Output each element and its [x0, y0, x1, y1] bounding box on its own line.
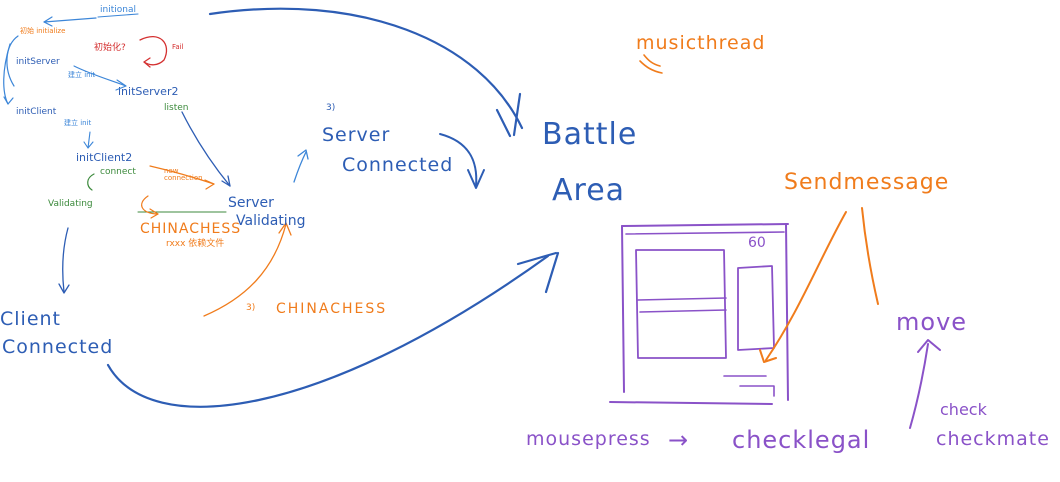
arc-to-battle-top — [208, 7, 524, 130]
label-client-connected-1: Client — [0, 308, 62, 330]
label-fail: Fail — [172, 43, 184, 51]
label-arrow-mousepress-checklegal: → — [668, 426, 690, 454]
label-client-connected-2: Connected — [2, 336, 114, 358]
arrowhead-battle-top-a — [495, 108, 512, 138]
label-timer: 60 — [748, 235, 766, 251]
board-inner-panel — [635, 249, 727, 359]
sendmessage-line-left — [765, 211, 847, 361]
arc-client-to-battle — [106, 254, 550, 408]
board-bottom-mark-2 — [739, 385, 775, 397]
label-init-client: initClient — [16, 107, 57, 117]
arrowhead-client-battle-b — [544, 251, 560, 294]
label-send-message: Sendmessage — [784, 170, 950, 195]
label-initial: initional — [100, 5, 136, 15]
sendmessage-arrowhead — [759, 349, 777, 363]
label-init-server2: initServer2 — [118, 85, 179, 98]
label-chinachess-top: CHINACHESS — [140, 221, 242, 237]
red-fail-loop — [139, 36, 168, 66]
label-listen: listen — [164, 103, 189, 113]
board-inner-line-2 — [639, 309, 727, 313]
arc-server-connected-to-battle — [439, 133, 478, 187]
arrow-checkmate-to-move — [909, 343, 929, 429]
label-music-thread: musicthread — [636, 32, 766, 54]
board-inner-line-1 — [637, 297, 727, 301]
label-init-client-note: 建立 init — [64, 119, 92, 127]
label-checklegal: checklegal — [732, 426, 871, 454]
arrow-initial-left — [43, 17, 97, 23]
line-initial-underline — [97, 13, 139, 18]
label-battle: Battle — [542, 117, 638, 152]
arrow-initserver-to-initserver2 — [73, 65, 127, 87]
board-bottom-line — [609, 401, 773, 405]
label-fail-question: 初始化? — [94, 43, 126, 53]
music-wave-1 — [643, 54, 661, 67]
label-connect: connect — [100, 167, 136, 177]
label-area: Area — [552, 173, 626, 208]
label-server: Server — [228, 195, 274, 211]
label-checkmate: checkmate — [936, 428, 1050, 450]
label-step-three: 3) — [326, 103, 336, 113]
label-init-initialize: 初始 initialize — [20, 27, 66, 35]
label-new-connection: new connection — [164, 167, 203, 182]
label-init-server: initServer — [16, 57, 60, 67]
arrow-listen-to-server — [181, 111, 231, 187]
arrowhead-server-connected — [467, 169, 485, 189]
green-curl — [87, 173, 95, 191]
arrowhead-move — [917, 339, 941, 353]
board-right-line — [785, 223, 789, 401]
label-chinachess-bottom-prefix: 3) — [246, 303, 256, 313]
label-file-note: rxxx 依赖文件 — [166, 239, 225, 249]
board-left-line — [621, 225, 625, 393]
orange-arc-up — [203, 223, 287, 317]
label-move: move — [896, 308, 968, 336]
label-validating-right: Validating — [236, 213, 306, 229]
label-init-client2: initClient2 — [76, 151, 133, 164]
label-server-connected-2: Connected — [342, 154, 454, 176]
arrow-validating-to-client-connected — [62, 227, 69, 293]
board-top-line-2 — [625, 231, 785, 235]
arrowhead-client-battle-a — [516, 251, 558, 266]
music-wave-2 — [639, 60, 663, 74]
label-server-connected-1: Server — [322, 124, 391, 146]
arrow-server-validating-up — [293, 151, 307, 183]
arrow-initclient-to-initclient2 — [87, 131, 91, 149]
bracket-left-init — [6, 35, 19, 87]
arrowhead-battle-top-b — [512, 92, 522, 137]
label-init-server-note: 建立 init — [68, 71, 96, 79]
label-check: check — [940, 400, 987, 419]
label-chinachess-bottom: CHINACHESS — [276, 301, 388, 317]
orange-loop-left — [141, 195, 159, 215]
board-top-line — [621, 223, 789, 227]
board-side-panel — [737, 265, 775, 351]
label-validating-left: Validating — [48, 199, 93, 209]
label-mousepress: mousepress — [526, 428, 651, 450]
sendmessage-line-right — [861, 207, 879, 305]
